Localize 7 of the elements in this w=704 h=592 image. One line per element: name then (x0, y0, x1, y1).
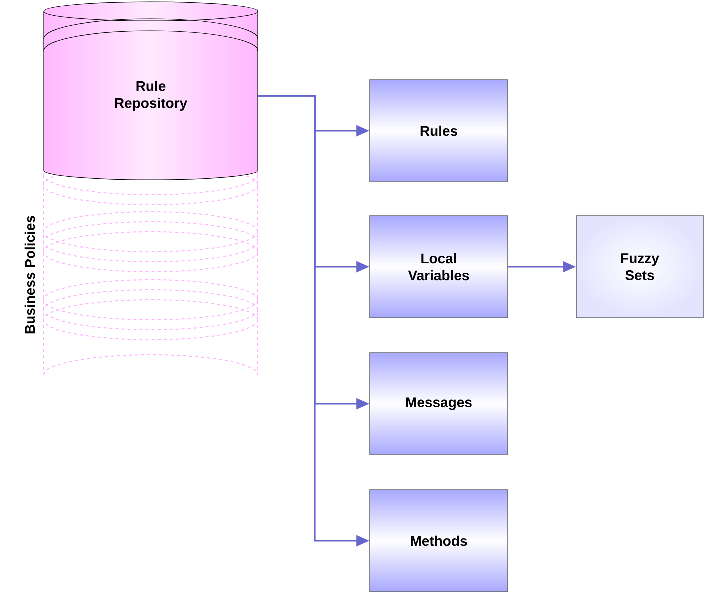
process-box: Rules (370, 80, 508, 182)
process-box: Local Variables (370, 216, 508, 318)
process-box: Messages (370, 352, 508, 456)
process-box: Methods (370, 490, 508, 592)
database-cylinder: Rule Repository (44, 2, 258, 180)
rotated-label: Business Policies (24, 216, 36, 334)
process-box: Fuzzy Sets (576, 216, 704, 318)
